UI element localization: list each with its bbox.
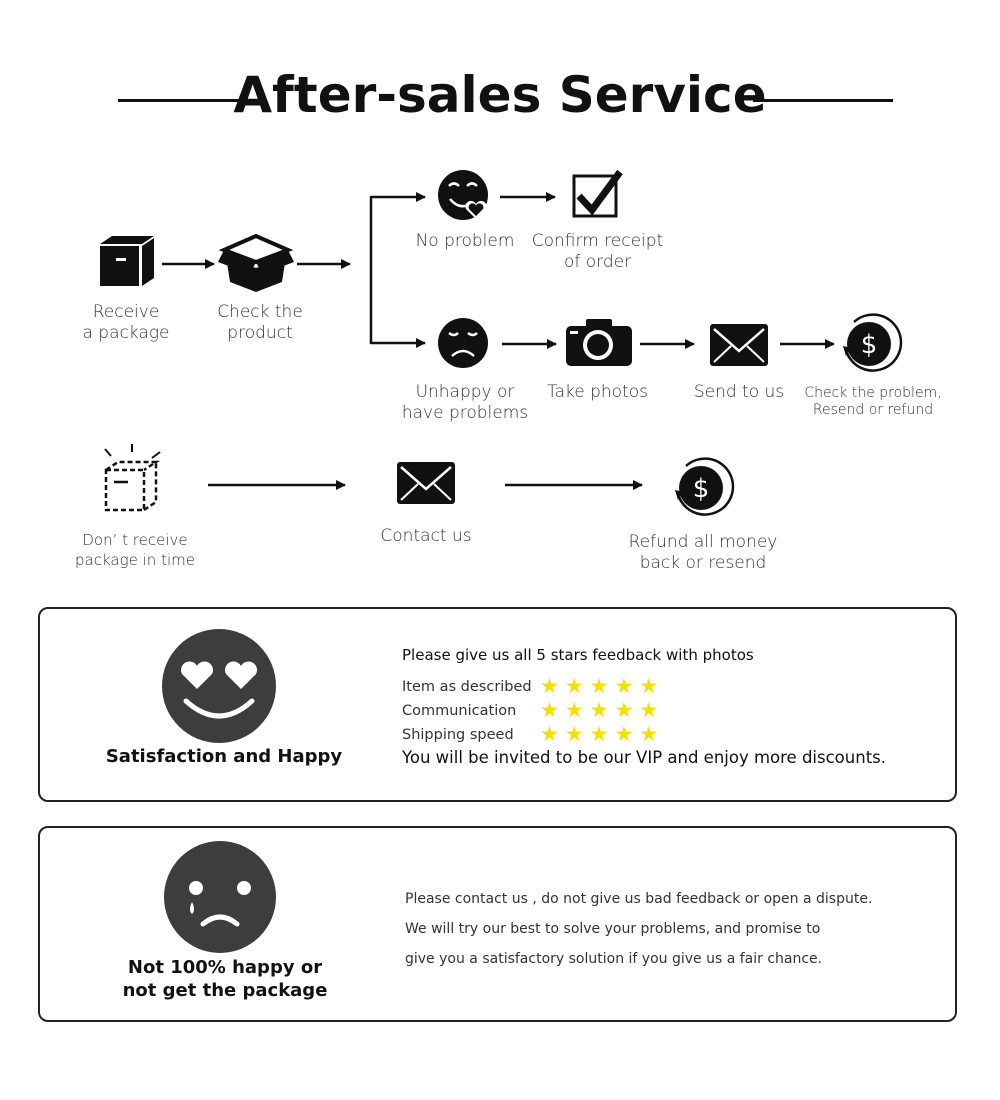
star-icon: ★: [564, 723, 584, 746]
send-to-us-label: Send to us: [693, 382, 785, 402]
unhappy-message-line: Please contact us , do not give us bad f…: [405, 891, 873, 907]
star-icon: ★: [614, 699, 634, 722]
no-problem-label: No problem: [415, 231, 515, 251]
star-icon: ★: [540, 723, 559, 746]
open-box-icon: [218, 233, 294, 292]
star-rating: ★★★★★: [540, 676, 658, 698]
star-icon: ★: [540, 675, 559, 698]
star-icon: ★: [589, 699, 609, 722]
contact-us-label: Contact us: [380, 526, 472, 546]
rating-row: Communication ★★★★★: [402, 699, 658, 723]
camera-icon: [566, 319, 632, 366]
star-icon: ★: [540, 699, 559, 722]
star-icon: ★: [639, 723, 659, 746]
happy-card: Satisfaction and Happy Please give us al…: [38, 607, 957, 802]
checkbox-icon: [572, 169, 623, 218]
heart-eyes-face-icon: [162, 629, 276, 743]
feedback-heading: Please give us all 5 stars feedback with…: [402, 646, 754, 664]
contact-envelope-icon: [397, 462, 455, 504]
unhappy-message-line: We will try our best to solve your probl…: [405, 921, 821, 937]
star-icon: ★: [614, 723, 634, 746]
star-icon: ★: [564, 699, 584, 722]
star-icon: ★: [564, 675, 584, 698]
smile-heart-icon: [438, 170, 488, 220]
rating-row: Item as described ★★★★★: [402, 675, 658, 699]
package-icon: [100, 236, 154, 286]
envelope-icon: [710, 324, 768, 366]
sad-face-icon: [438, 318, 488, 368]
rating-row: Shipping speed ★★★★★: [402, 723, 658, 747]
rating-label: Item as described: [402, 679, 532, 695]
star-rating: ★★★★★: [540, 724, 658, 746]
unhappy-message-line: give you a satisfactory solution if you …: [405, 951, 823, 967]
star-icon: ★: [589, 675, 609, 698]
star-icon: ★: [614, 675, 634, 698]
missing-package-icon: [104, 444, 161, 512]
vip-text: You will be invited to be our VIP and en…: [402, 748, 887, 767]
title-rule-left: [118, 99, 258, 102]
ratings-list: Item as described ★★★★★ Communication ★★…: [402, 675, 658, 747]
star-icon: ★: [639, 699, 659, 722]
refund-coin-icon: $: [843, 313, 903, 372]
star-icon: ★: [639, 675, 659, 698]
title-rule-right: [753, 99, 893, 102]
rating-label: Communication: [402, 703, 517, 719]
svg-text:$: $: [693, 474, 710, 504]
resolve-label: Check the problem,Resend or refund: [804, 385, 942, 418]
refund-all-coin-icon: $: [675, 457, 735, 516]
page-title: After-sales Service: [233, 66, 767, 124]
svg-text:$: $: [861, 330, 878, 360]
happy-card-title: Satisfaction and Happy: [105, 746, 343, 767]
star-icon: ★: [589, 723, 609, 746]
star-rating: ★★★★★: [540, 700, 658, 722]
crying-face-icon: [164, 841, 276, 953]
rating-label: Shipping speed: [402, 727, 514, 743]
flow-diagram: $ $: [100, 169, 903, 516]
take-photos-label: Take photos: [547, 382, 648, 402]
